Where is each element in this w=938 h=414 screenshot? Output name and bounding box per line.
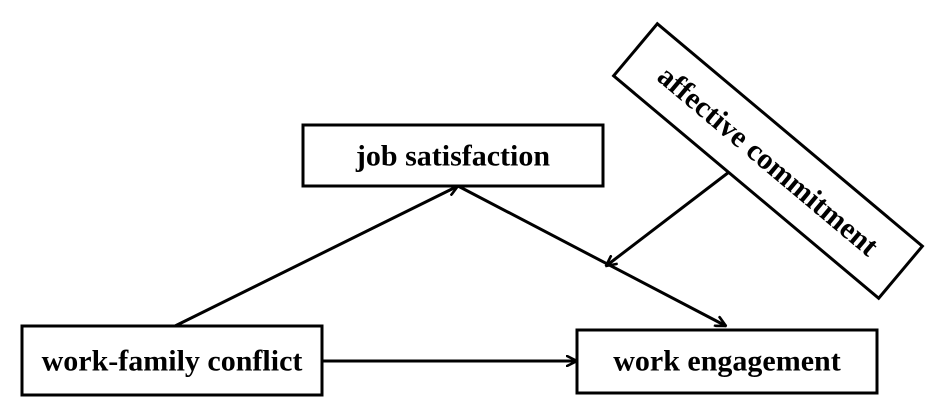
arrow-satisfaction-to-engagement (457, 184, 726, 328)
node-work-engagement-label: work engagement (613, 345, 840, 378)
node-affective-commitment: affective commitment (611, 21, 925, 301)
node-affective-commitment-label: affective commitment (651, 59, 885, 263)
arrow-conflict-to-satisfaction (174, 186, 458, 328)
node-job-satisfaction-label: job satisfaction (355, 140, 550, 173)
node-work-engagement: work engagement (575, 328, 879, 395)
arrow-commitment-moderation (606, 167, 734, 266)
node-job-satisfaction: job satisfaction (301, 123, 605, 188)
node-work-family-conflict-label: work-family conflict (42, 345, 303, 378)
node-work-family-conflict: work-family conflict (20, 324, 324, 397)
